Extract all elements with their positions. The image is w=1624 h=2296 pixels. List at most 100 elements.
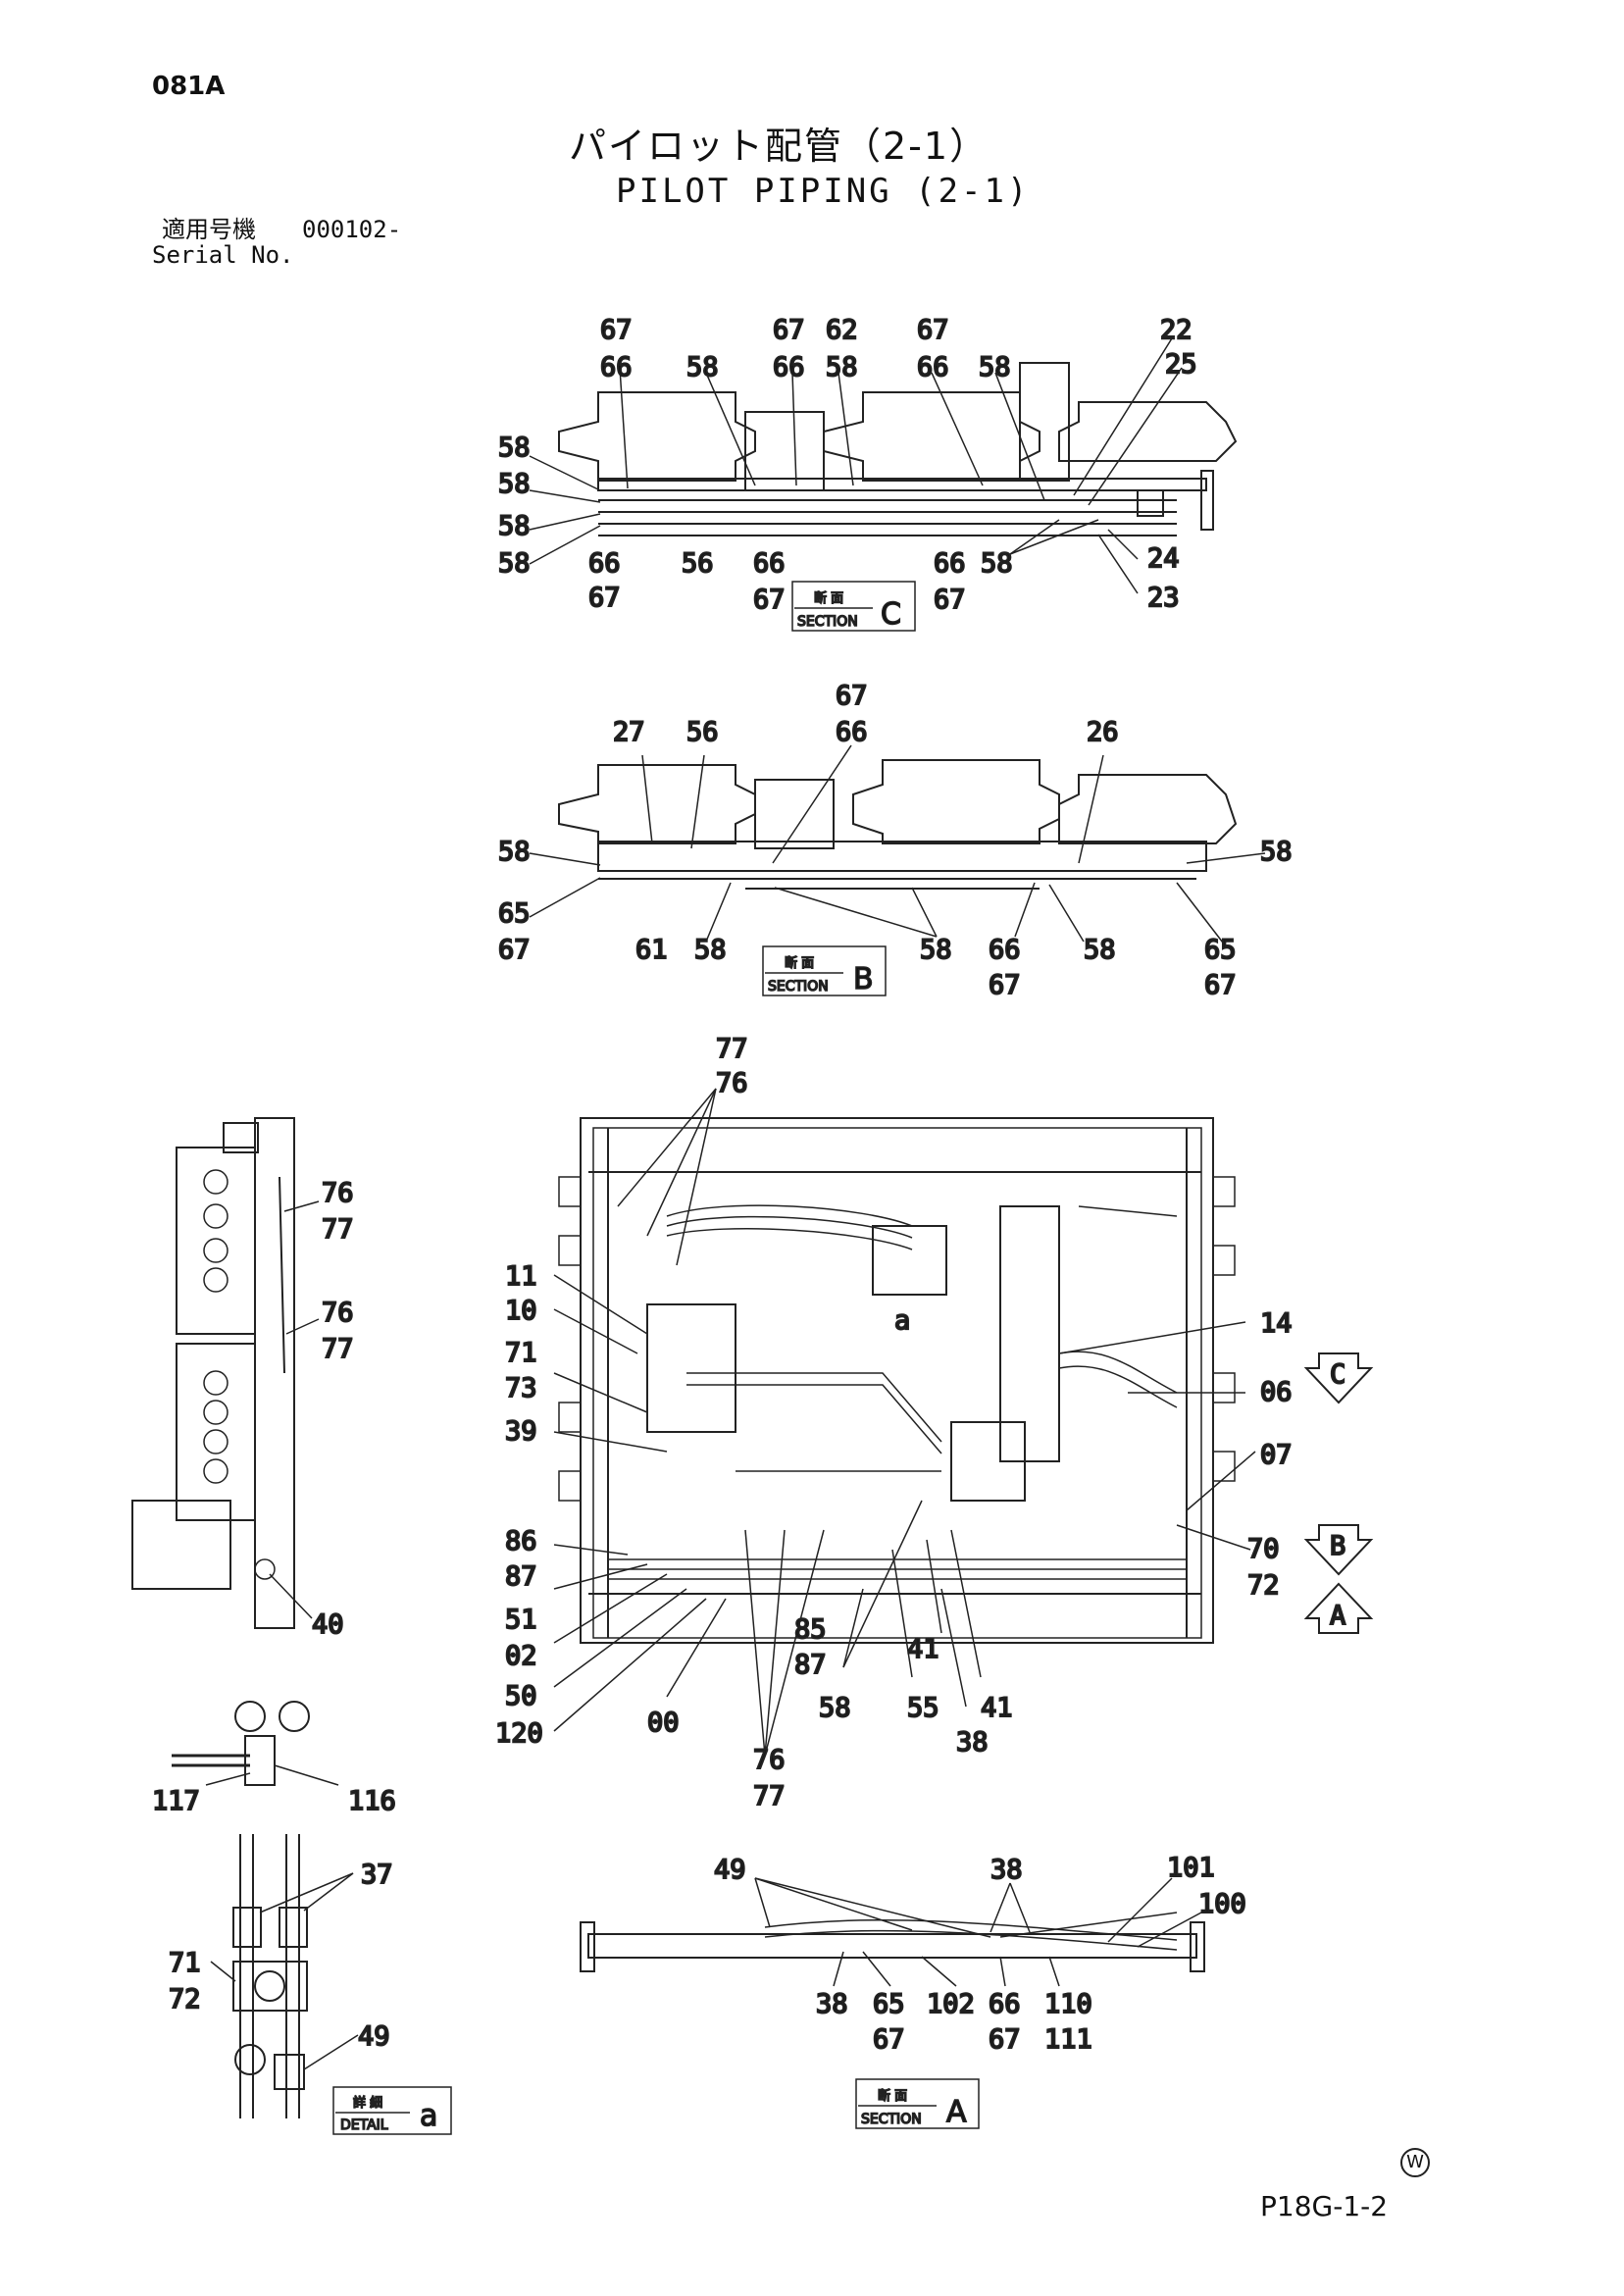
callout-number: 25	[1165, 349, 1197, 380]
callout-number: 76	[753, 1745, 786, 1775]
callout-number: 110	[1044, 1989, 1092, 2019]
pipe-bundles	[608, 1204, 1187, 1580]
callout-number: 65	[873, 1989, 905, 2019]
callout-number: 66	[934, 548, 966, 579]
valve-body-left	[558, 391, 756, 482]
section-markers: C B A	[1303, 1352, 1374, 1634]
callout-number: 38	[990, 1855, 1023, 1885]
callout-number: 07	[1260, 1440, 1293, 1470]
callout-number: 117	[152, 1786, 200, 1816]
frame-end-left	[580, 1921, 595, 1972]
callout-number: 58	[498, 469, 531, 499]
callout-number: 58	[1084, 935, 1116, 965]
callout-number: 58	[498, 433, 531, 463]
callout-number: 77	[716, 1034, 748, 1064]
callout-number: 23	[1147, 583, 1180, 613]
elbow-left	[234, 1701, 266, 1732]
callout-number: 10	[505, 1296, 537, 1326]
callout-number: 101	[1167, 1853, 1215, 1883]
callout-number: 65	[498, 898, 531, 929]
tee-block	[232, 1961, 308, 2012]
leader-lines-main	[553, 1088, 1256, 1757]
callout-number: 76	[322, 1298, 354, 1328]
callout-number: 24	[1147, 543, 1180, 574]
section-label-jp: 断 面	[814, 591, 843, 606]
frame-outline	[580, 1117, 1214, 1644]
callout-number: 67	[588, 583, 621, 613]
callout-number: 70	[1247, 1534, 1280, 1564]
leader-lines-c	[529, 337, 1183, 594]
callout-number: 71	[505, 1338, 537, 1368]
callout-number: 55	[907, 1693, 939, 1723]
serial-number-value: 000102-	[302, 216, 402, 243]
callout-number: 66	[773, 352, 805, 383]
callout-number: 61	[635, 935, 668, 965]
coupling-left	[232, 1907, 262, 1948]
column	[254, 1117, 295, 1629]
section-c-view: 67 66 58 67 66 62 58 67 66 58 22 25 58 5…	[497, 314, 1238, 633]
callout-number: 86	[505, 1526, 537, 1556]
fitting-detail-view: 117 116	[151, 1701, 397, 1817]
callouts-section-b: 67 66 27 56 26 58 58 65 67 61 58 58 66 6…	[497, 680, 1294, 1001]
bracket-tall	[1019, 362, 1070, 482]
callout-number: 67	[989, 970, 1021, 1000]
callout-number: 26	[1087, 717, 1119, 747]
callouts-main-view: 77 76 11 10 71 73 39 86 87 51 02 50 120 …	[494, 1033, 1294, 1812]
small-block	[1137, 489, 1164, 517]
callout-number: 77	[322, 1214, 354, 1245]
valve-bank-upper	[872, 1225, 947, 1296]
callout-number: 58	[498, 548, 531, 579]
callout-number: 102	[927, 1989, 975, 2019]
leader-lines-side	[269, 1200, 320, 1619]
leader-lines-a	[754, 1877, 1202, 1987]
leader-lines-b	[529, 744, 1266, 947]
callout-number: 67	[934, 585, 966, 615]
page-title-japanese: パイロット配管（2-1）	[569, 125, 990, 168]
callout-number: 02	[505, 1641, 537, 1671]
callout-number: 66	[989, 1989, 1021, 2019]
frame-rail	[597, 478, 1207, 491]
callout-number: 38	[956, 1727, 989, 1758]
detail-a-view: 37 71 72 49 詳 細 DETAIL a	[168, 1834, 452, 2135]
callout-number: 77	[753, 1781, 786, 1811]
callouts-section-a: 49 38 101 100 38 65 67 102 66 67 110 111	[713, 1852, 1247, 2056]
detail-a-label: 詳 細 DETAIL a	[332, 2086, 452, 2135]
valve-body-left	[558, 764, 756, 844]
callout-number: 72	[169, 1984, 201, 2015]
valve-body-center	[823, 391, 1040, 482]
section-c-label: 断 面 SECTION C	[791, 581, 916, 633]
callout-number: 38	[816, 1989, 848, 2019]
detail-letter: a	[420, 2099, 437, 2133]
callout-number: 39	[505, 1416, 537, 1447]
valve-body-right	[1058, 401, 1238, 462]
valve-stack-lower	[176, 1343, 256, 1521]
frame-inner	[592, 1127, 1202, 1639]
callout-number: 67	[1204, 970, 1237, 1000]
valve-body-right	[1058, 774, 1238, 844]
bracket-upright	[754, 779, 835, 849]
section-b-label: 断 面 SECTION B	[762, 945, 887, 997]
serial-label-japanese: 適用号機	[162, 216, 256, 243]
page-code: 081A	[152, 72, 226, 101]
callout-number: 14	[1260, 1308, 1293, 1339]
callout-number: 11	[505, 1261, 537, 1292]
side-elevation-view: 76 77 76 77 40	[131, 1117, 355, 1641]
callout-number: 58	[819, 1693, 851, 1723]
section-label-en: SECTION	[797, 614, 858, 630]
callouts-section-c: 67 66 58 67 66 62 58 67 66 58 22 25 58 5…	[497, 314, 1198, 616]
callout-number: 67	[836, 681, 868, 711]
serial-label-english: Serial No.	[152, 241, 294, 269]
callout-number: a	[894, 1305, 910, 1336]
callout-number: 51	[505, 1605, 537, 1635]
section-label-en: SECTION	[768, 979, 829, 995]
section-a-label: 断 面 SECTION A	[855, 2078, 980, 2130]
side-ports	[203, 1169, 276, 1580]
callout-number: 66	[917, 352, 949, 383]
callout-number: 71	[169, 1948, 201, 1978]
detail-label-en: DETAIL	[340, 2117, 388, 2133]
section-label-en: SECTION	[861, 2112, 922, 2127]
callout-number: 66	[753, 548, 786, 579]
callout-number: 66	[989, 935, 1021, 965]
side-pipe	[279, 1176, 285, 1374]
callout-number: 85	[794, 1614, 827, 1645]
